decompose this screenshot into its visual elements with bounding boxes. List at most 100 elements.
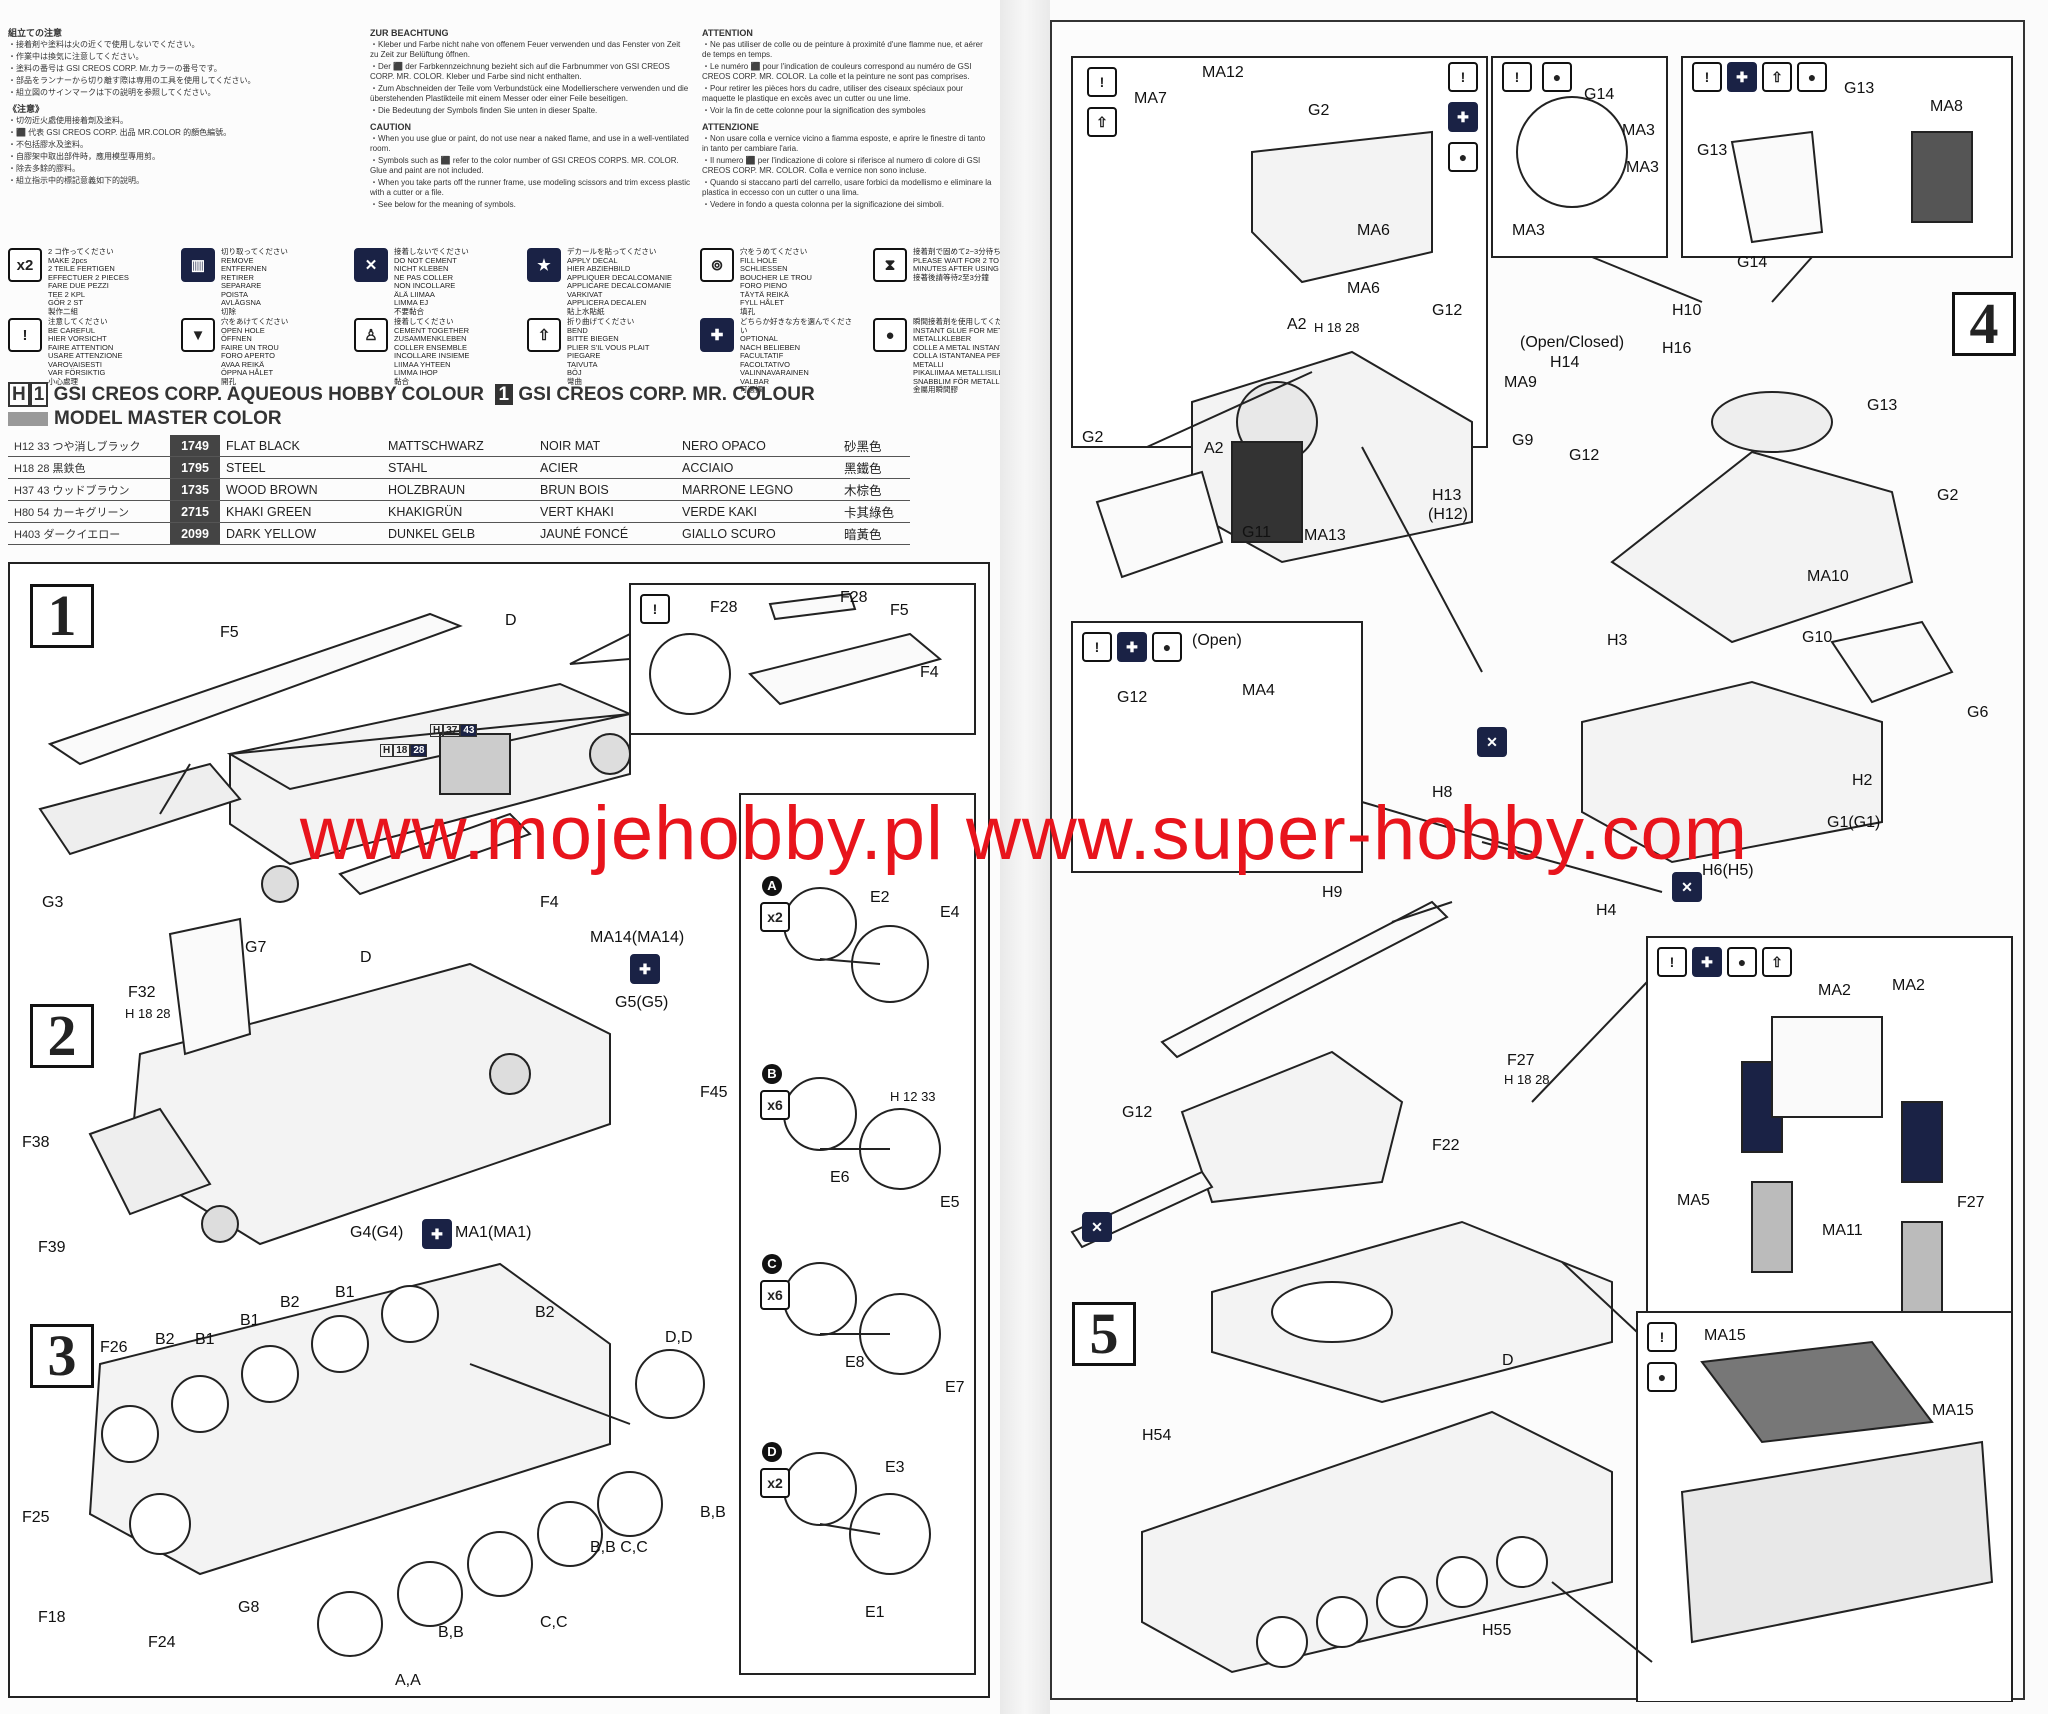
part-label: F28 xyxy=(840,589,868,606)
part-label: E5 xyxy=(940,1194,960,1211)
en-line: ・Symbols such as ⬛ refer to the color nu… xyxy=(370,156,679,175)
mr-badge: 1 xyxy=(494,384,514,405)
zh-line: ・自膠架中取出部件時，應用模型專用剪。 xyxy=(8,152,160,161)
jp-title: 組立ての注意 xyxy=(8,28,63,38)
part-label: (Open/Closed) xyxy=(1520,334,1625,351)
be-careful-icon: ! xyxy=(1087,67,1117,97)
remove-icon: ▥ xyxy=(181,248,215,282)
part-label: B,B C,C xyxy=(590,1539,648,1556)
paint-fr: ACIER xyxy=(534,456,676,479)
part-label: F26 xyxy=(100,1339,128,1356)
instant-glue-metal-icon: ● xyxy=(1647,1362,1677,1392)
paint-hk: H12 33 つや消しブラック xyxy=(8,435,170,457)
paint-en: WOOD BROWN xyxy=(220,478,382,501)
part-label: B2 xyxy=(535,1304,555,1321)
zh-line: ・不包括膠水及塗料。 xyxy=(8,140,88,149)
part-label: B,B xyxy=(438,1624,464,1641)
be-careful-icon: ! xyxy=(1692,62,1722,92)
part-label: G3 xyxy=(42,894,64,911)
make-2-icon: x2 xyxy=(760,902,790,932)
apply-decal-icon: ★ xyxy=(527,248,561,282)
part-label: G13 xyxy=(1844,80,1875,97)
bend-icon: ⇧ xyxy=(527,318,561,352)
part-label: C,C xyxy=(540,1614,568,1631)
part-label: D xyxy=(360,949,372,966)
part-label: G7 xyxy=(245,939,267,956)
do-not-cement-icon: ✕ xyxy=(354,248,388,282)
part-label: H55 xyxy=(1482,1622,1512,1639)
part-label: B2 xyxy=(280,1294,300,1311)
part-label: H8 xyxy=(1432,784,1453,801)
steps-1-3-drawing xyxy=(38,583,976,1675)
part-label: G5(G5) xyxy=(615,994,669,1011)
model-master-swatch xyxy=(8,412,48,426)
wheel-set-c-badge: C xyxy=(762,1254,782,1274)
part-label: MA9 xyxy=(1504,374,1537,391)
en-line: ・When you take parts off the runner fram… xyxy=(370,178,690,197)
legend-text: 2 コ作ってください MAKE 2pcs 2 TEILE FERTIGEN EF… xyxy=(48,247,129,316)
paint-zh: 砂黑色 xyxy=(838,435,910,457)
step1-hull-drawing xyxy=(38,612,631,903)
de-line: ・Zum Abschneiden der Teile vom Verbundst… xyxy=(370,84,689,103)
part-label: G12 xyxy=(1432,302,1463,319)
part-label: MA3 xyxy=(1626,159,1659,176)
part-label: F27 xyxy=(1957,1194,1985,1211)
paint-en: FLAT BLACK xyxy=(220,435,382,457)
wheel-set-a-badge: A xyxy=(762,876,782,896)
legend-item: ▼穴をあけてください OPEN HOLE ÖFFNEN FAIRE UN TRO… xyxy=(181,317,336,395)
be-careful-icon: ! xyxy=(1647,1322,1677,1352)
part-label: B,B xyxy=(700,1504,726,1521)
optional-icon: ✚ xyxy=(1692,947,1722,977)
part-label: E6 xyxy=(830,1169,850,1186)
optional-icon: ✚ xyxy=(1117,632,1147,662)
part-label: B1 xyxy=(240,1312,260,1329)
paint-hk: H80 54 カーキグリーン xyxy=(8,500,170,523)
bend-icon: ⇧ xyxy=(1087,107,1117,137)
paint-it: MARRONE LEGNO xyxy=(676,478,838,501)
do-not-cement-icon: ✕ xyxy=(1082,1212,1112,1242)
zh-line: ・⬛ 代表 GSI CREOS CORP. 出品 MR.COLOR 的顏色編號。 xyxy=(8,128,232,137)
legend-text: 折り曲げてください BEND BITTE BIEGEN PLIER S'IL V… xyxy=(567,317,650,386)
legend-text: 注意してください BE CAREFUL HIER VORSICHT FAIRE … xyxy=(48,317,123,386)
instant-glue-metal-icon: ● xyxy=(1542,62,1572,92)
jp-line: ・組立図のサインマークは下の説明を参照してください。 xyxy=(8,88,216,97)
part-label: G9 xyxy=(1512,432,1534,449)
open-hole-icon: ▼ xyxy=(181,318,215,352)
zh-line: ・切勿近火處使用接着劑及塗料。 xyxy=(8,116,128,125)
paint-de: KHAKIGRÜN xyxy=(382,500,534,523)
part-label: F4 xyxy=(540,894,559,911)
part-label: G11 xyxy=(1242,524,1272,541)
cement-together-icon: ♙ xyxy=(354,318,388,352)
be-careful-icon: ! xyxy=(1657,947,1687,977)
jp-line: ・塗料の番号は GSI CREOS CORP. Mr.カラーの番号です。 xyxy=(8,64,222,73)
legend-item: ★デカールを貼ってください APPLY DECAL HIER ABZIEHBIL… xyxy=(527,247,682,316)
part-label: MA1(MA1) xyxy=(455,1224,532,1241)
paint-ref-num: 37 xyxy=(443,724,461,737)
part-label: MA8 xyxy=(1930,98,1963,115)
paint-fr: BRUN BOIS xyxy=(534,478,676,501)
wheels-drawing xyxy=(783,887,941,1575)
it-line: ・Quando si staccano parti del carrello, … xyxy=(702,178,992,197)
part-label: F24 xyxy=(148,1634,176,1651)
legend-item: ✕接着しないでください DO NOT CEMENT NICHT KLEBEN N… xyxy=(354,247,509,316)
fr-line: ・Voir la fin de cette colonne pour la si… xyxy=(702,106,926,115)
part-label: H4 xyxy=(1596,902,1617,919)
part-label: G12 xyxy=(1117,689,1148,706)
part-label: E2 xyxy=(870,889,890,906)
step-2-number: 2 xyxy=(30,1004,94,1068)
be-careful-icon: ! xyxy=(1502,62,1532,92)
wheel-set-b-badge: B xyxy=(762,1064,782,1084)
optional-icon: ✚ xyxy=(1448,102,1478,132)
paint-it: NERO OPACO xyxy=(676,435,838,457)
paint-mm: 2715 xyxy=(170,500,220,523)
part-label: E4 xyxy=(940,904,960,921)
jp-line: ・部品をランナーから切り離す際は専用の工具を使用してください。 xyxy=(8,76,256,85)
en-line: ・See below for the meaning of symbols. xyxy=(370,200,516,209)
zh-line: ・除去多餘的膠料。 xyxy=(8,164,80,173)
part-label: H9 xyxy=(1322,884,1343,901)
part-label: G4(G4) xyxy=(350,1224,404,1241)
be-careful-icon: ! xyxy=(640,594,670,624)
part-label: F22 xyxy=(1432,1137,1460,1154)
